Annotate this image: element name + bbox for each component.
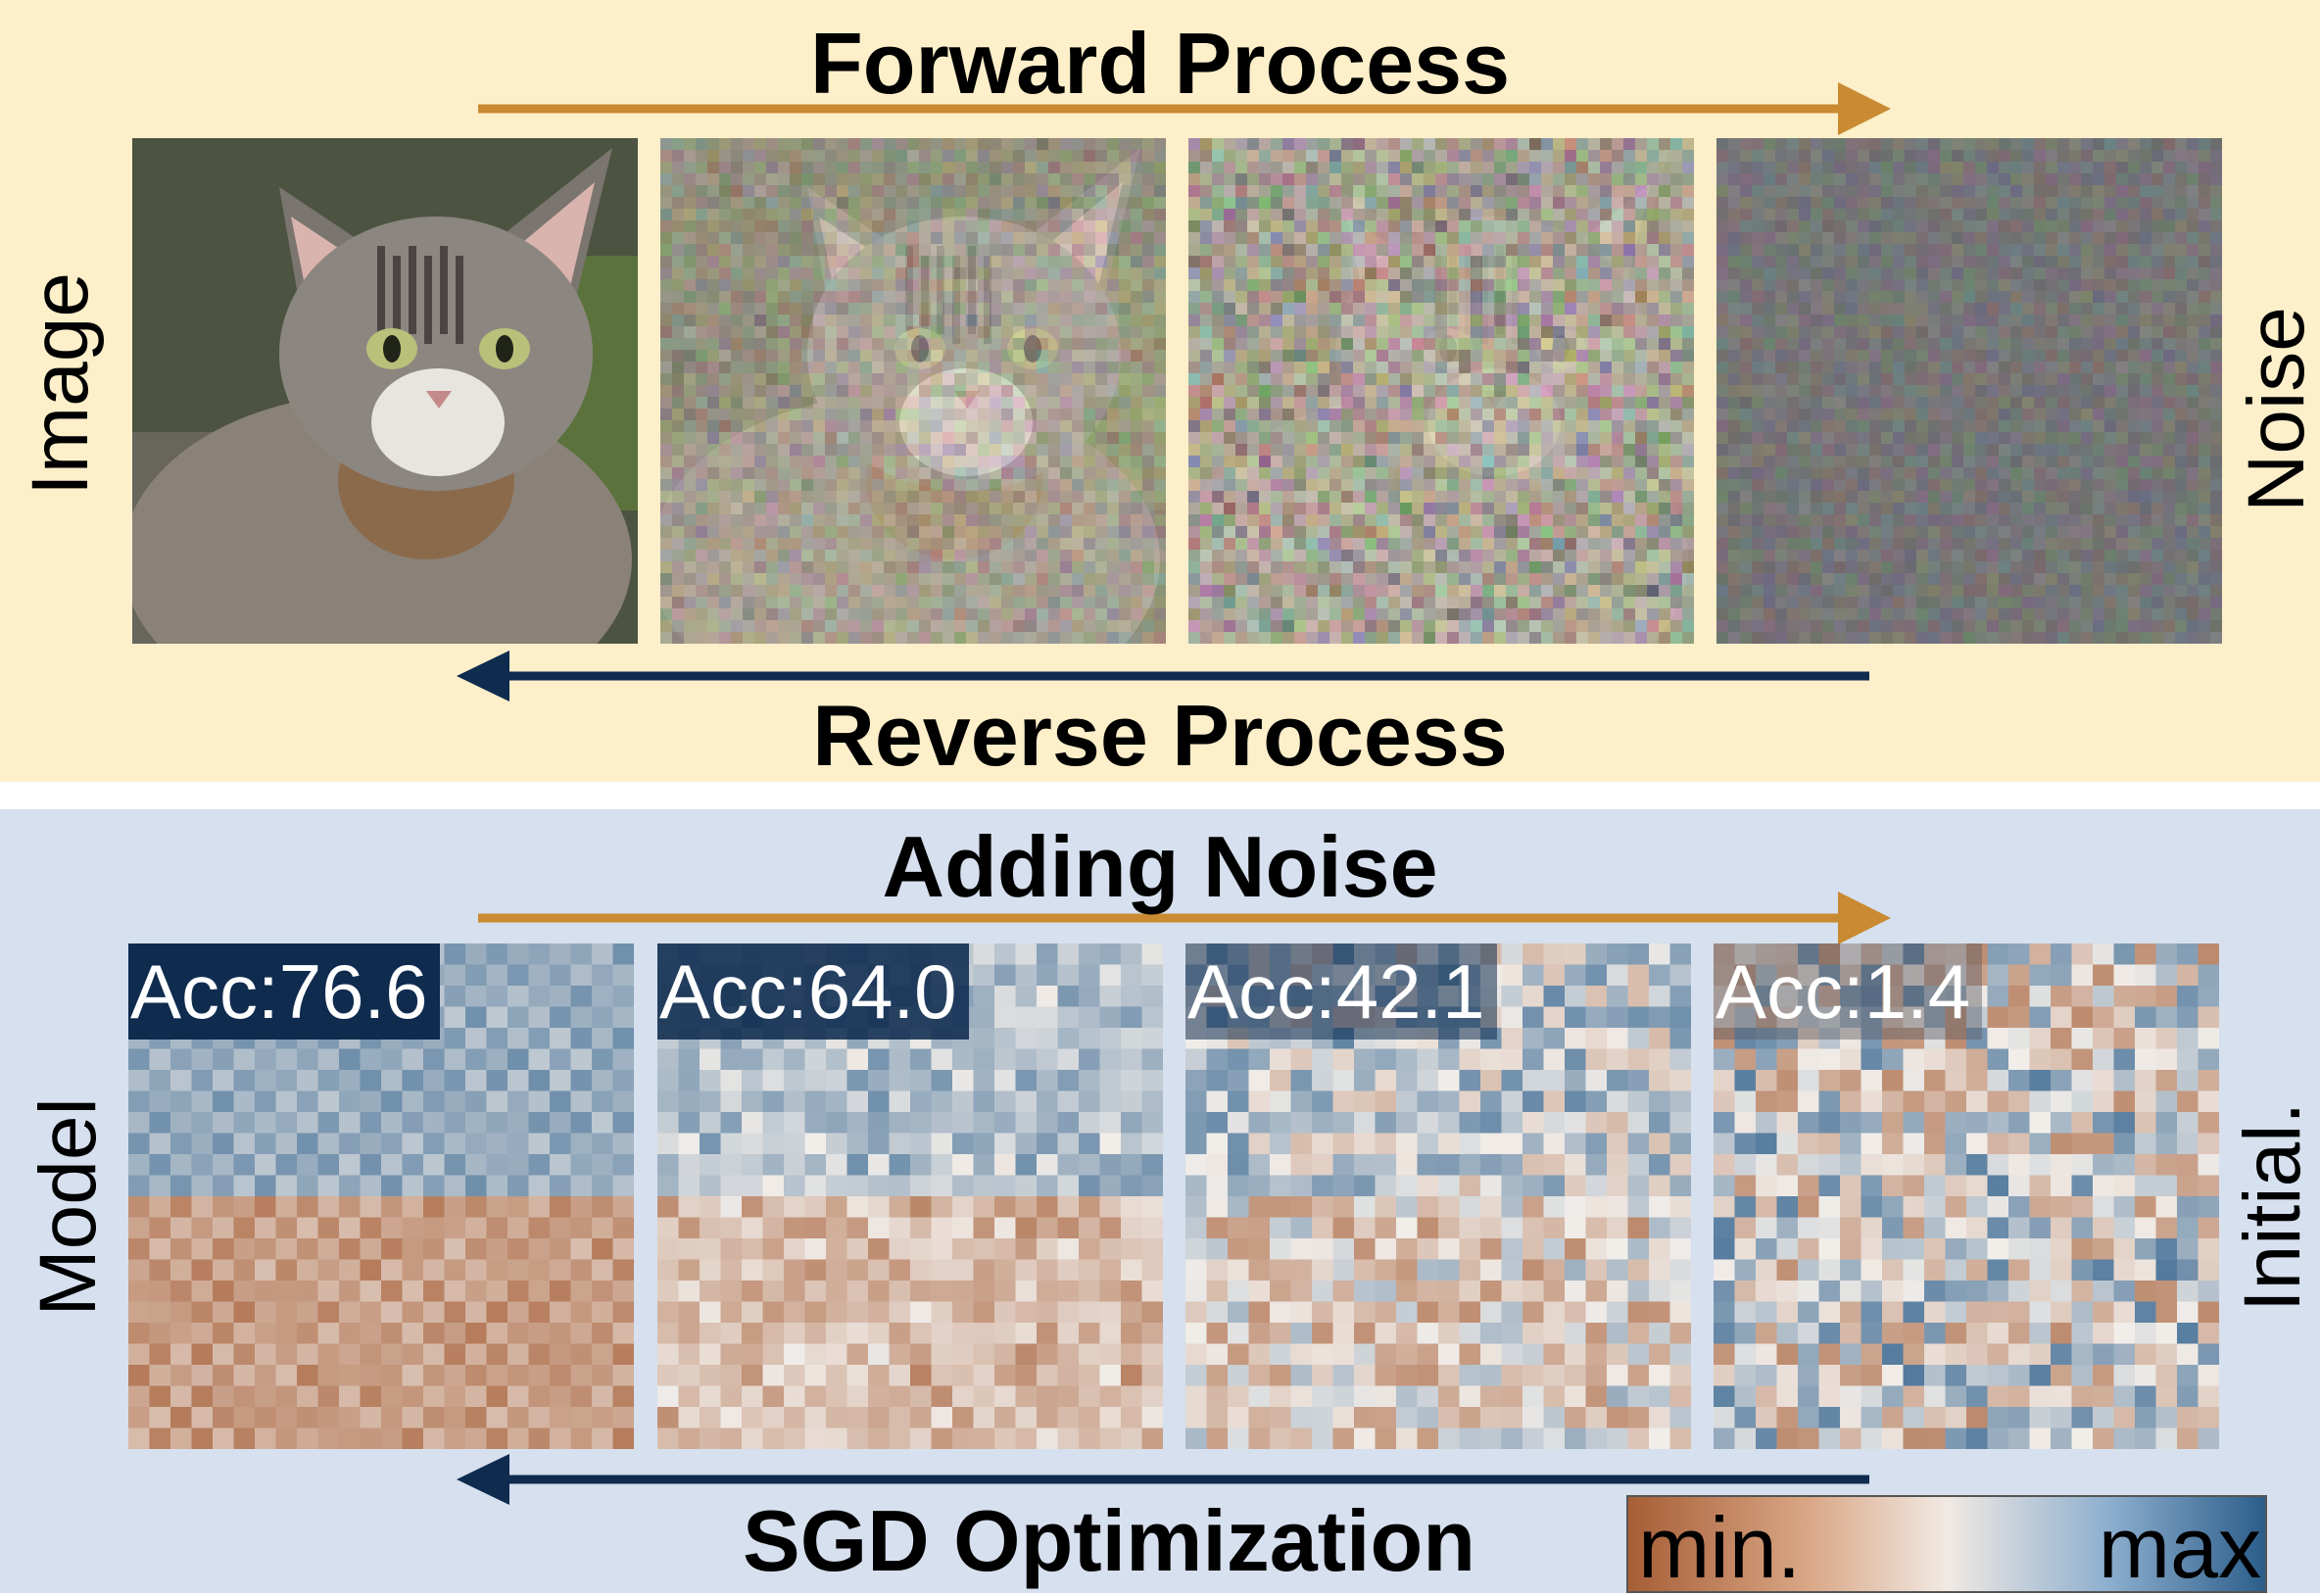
cat-image-clean: [132, 138, 638, 644]
pure-noise-image: [1716, 138, 2222, 644]
noise-overlay: [660, 138, 1166, 644]
initial-side-label: Initial.: [2227, 1102, 2319, 1312]
accuracy-badge: Acc:76.6: [128, 943, 440, 1040]
adding-noise-title: Adding Noise: [882, 817, 1437, 917]
cat-image-heavily-noisy: [1188, 138, 1694, 644]
model-side-label: Model: [23, 1097, 115, 1316]
cat-drawing: [1188, 138, 1694, 644]
forward-process-title: Forward Process: [810, 14, 1510, 114]
weights-heatmap-initial: Acc:1.4: [1714, 943, 2219, 1449]
legend-max-label: max: [2099, 1501, 2261, 1595]
cat-drawing: [1716, 138, 2222, 644]
weights-heatmap-trained: Acc:76.6: [128, 943, 634, 1449]
image-side-label: Image: [15, 272, 107, 496]
legend-min-label: min.: [1638, 1501, 1801, 1595]
accuracy-badge: Acc:42.1: [1185, 943, 1497, 1040]
noise-overlay: [1716, 138, 2222, 644]
sgd-optimization-title: SGD Optimization: [743, 1491, 1475, 1591]
noise-overlay: [1188, 138, 1694, 644]
accuracy-badge: Acc:64.0: [657, 943, 969, 1040]
accuracy-badge: Acc:1.4: [1714, 943, 1982, 1040]
weights-heatmap-heavily-noisy: Acc:42.1: [1185, 943, 1691, 1449]
colorbar-legend: min. max: [1626, 1495, 2267, 1593]
noise-side-label: Noise: [2231, 307, 2320, 512]
cat-scene: [132, 138, 638, 644]
cat-image-slightly-noisy: [660, 138, 1166, 644]
reverse-process-title: Reverse Process: [812, 686, 1507, 786]
cat-drawing: [132, 138, 638, 644]
weights-heatmap-slightly-noisy: Acc:64.0: [657, 943, 1163, 1449]
cat-drawing: [660, 138, 1166, 644]
